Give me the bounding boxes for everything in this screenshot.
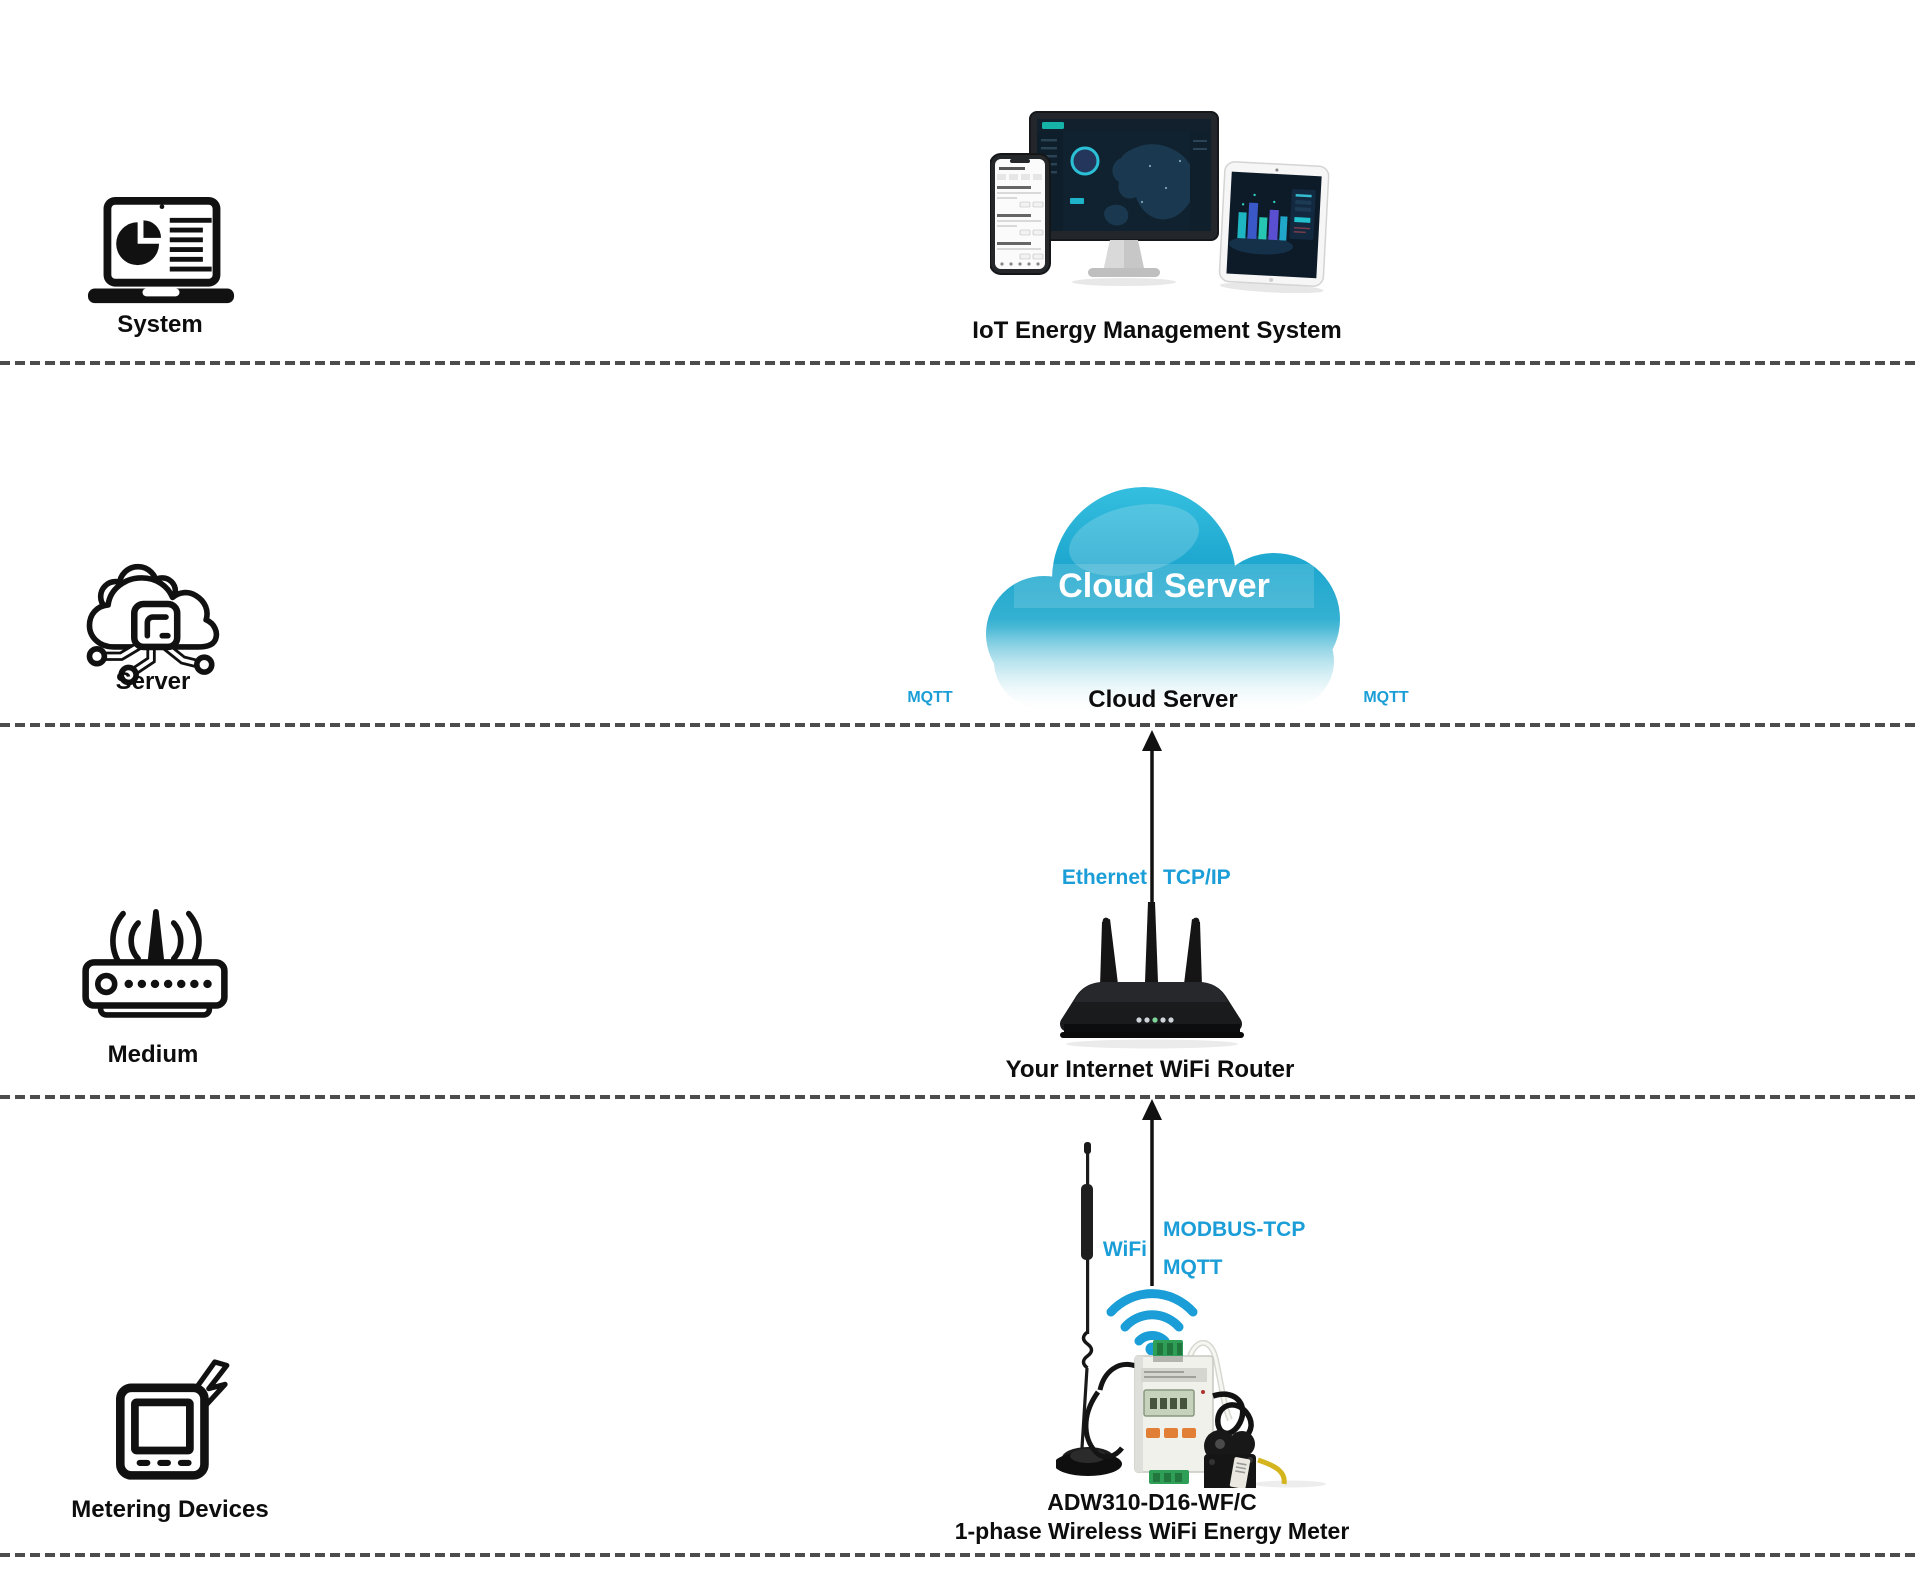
cloud-server-graphic: Cloud Server — [984, 487, 1344, 716]
wifi-router-icon — [82, 908, 228, 1018]
iot-dashboard-devices-image — [990, 111, 1330, 294]
mqtt-label-right: MQTT — [1363, 689, 1409, 706]
meter-caption: 1-phase Wireless WiFi Energy Meter — [954, 1518, 1350, 1544]
system-caption: IoT Energy Management System — [972, 317, 1342, 344]
tablet-device — [1218, 161, 1330, 294]
wifi-router-image — [1059, 902, 1244, 1049]
cloud-title: Cloud Server — [1058, 567, 1270, 605]
laptop-analytics-icon — [87, 196, 235, 304]
layer-divider-4 — [0, 1553, 1920, 1557]
meter-model-label: ADW310-D16-WF/C — [1047, 1489, 1257, 1515]
router-caption: Your Internet WiFi Router — [1005, 1056, 1295, 1083]
wifi-link-label: WiFi — [1102, 1238, 1147, 1261]
uplink-arrow-router-to-cloud — [1142, 730, 1162, 907]
metering-layer-label: Metering Devices — [71, 1496, 269, 1523]
server-layer-label: Server — [115, 668, 191, 695]
modbus-tcp-label: MODBUS-TCP — [1163, 1218, 1306, 1241]
ct-clamp-image — [1204, 1430, 1256, 1488]
cloud-server-icon — [86, 563, 220, 686]
tcpip-label: TCP/IP — [1163, 866, 1231, 889]
smartphone-device — [990, 153, 1051, 275]
ethernet-label: Ethernet — [1061, 866, 1147, 889]
uplink-arrow-meter-to-router — [1142, 1099, 1162, 1286]
energy-meter-image — [1083, 1340, 1326, 1488]
mqtt-label-left: MQTT — [907, 689, 953, 706]
medium-layer-label: Medium — [107, 1041, 199, 1068]
layer-divider-1 — [0, 361, 1920, 365]
mqtt-protocol-label: MQTT — [1163, 1256, 1223, 1279]
layer-divider-2 — [0, 723, 1920, 727]
system-layer-label: System — [117, 311, 203, 338]
cloud-server-caption: Cloud Server — [1088, 686, 1238, 713]
energy-meter-icon — [116, 1359, 230, 1480]
layer-divider-3 — [0, 1095, 1920, 1099]
wifi-signal-icon — [1106, 1289, 1198, 1355]
